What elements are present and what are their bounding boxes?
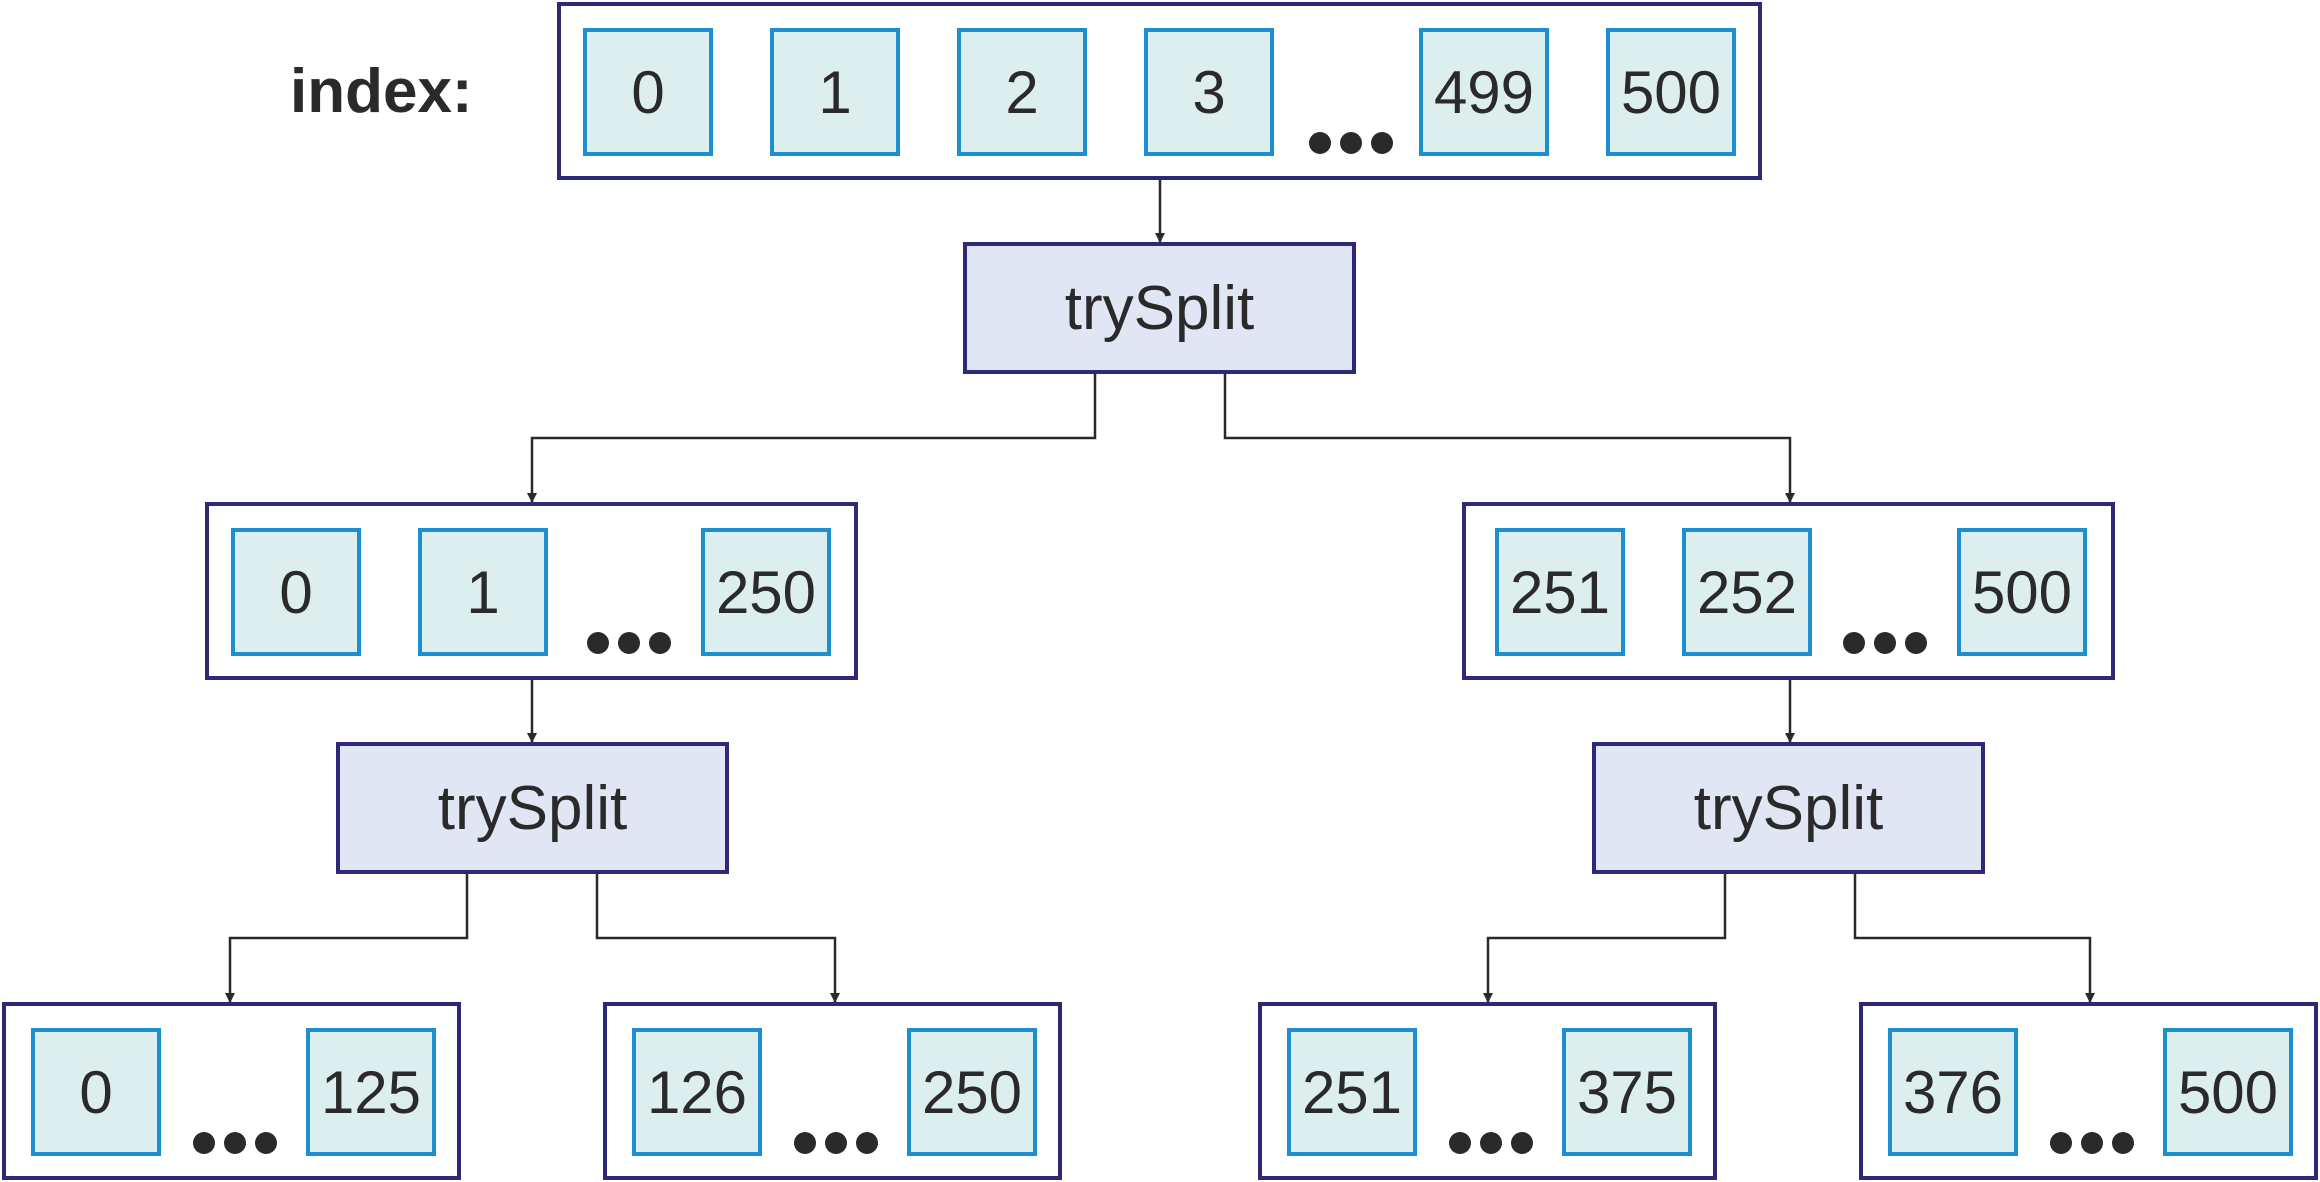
arrow-right-split-to-c [1483,874,1727,1003]
array-cell: 0 [231,528,361,656]
array-cell: 499 [1419,28,1549,156]
arrow-split-to-left [527,374,1097,503]
ellipsis-dots [1309,132,1393,154]
trysplit-right: trySplit [1592,742,1985,874]
ellipsis-dots [2050,1132,2134,1154]
quarter-array-b: 126 250 [603,1002,1062,1180]
array-cell: 0 [583,28,713,156]
ellipsis-dots [193,1132,277,1154]
ellipsis-dots [794,1132,878,1154]
right-half-array: 251 252 500 [1462,502,2115,680]
array-cell: 252 [1682,528,1812,656]
ellipsis-dots [1843,632,1927,654]
trysplit-left: trySplit [336,742,729,874]
ellipsis-dots [587,632,671,654]
index-label: index: [290,57,473,126]
quarter-array-d: 376 500 [1859,1002,2318,1180]
root-array: 0 1 2 3 499 500 [557,2,1762,180]
array-cell: 1 [770,28,900,156]
quarter-array-c: 251 375 [1258,1002,1717,1180]
ellipsis-dots [1449,1132,1533,1154]
arrow-right-split-to-d [1853,874,2095,1003]
array-cell: 500 [1606,28,1736,156]
left-half-array: 0 1 250 [205,502,858,680]
array-cell: 376 [1888,1028,2018,1156]
array-cell: 125 [306,1028,436,1156]
array-cell: 251 [1495,528,1625,656]
array-cell: 2 [957,28,1087,156]
array-cell: 500 [2163,1028,2293,1156]
array-cell: 3 [1144,28,1274,156]
quarter-array-a: 0 125 [2,1002,461,1180]
arrow-split-to-right [1223,374,1795,503]
arrow-left-split-to-b [595,874,840,1003]
array-cell: 1 [418,528,548,656]
array-cell: 375 [1562,1028,1692,1156]
arrow-left-split-to-a [225,874,469,1003]
array-cell: 250 [907,1028,1037,1156]
array-cell: 500 [1957,528,2087,656]
array-cell: 251 [1287,1028,1417,1156]
array-cell: 126 [632,1028,762,1156]
trysplit-root: trySplit [963,242,1356,374]
array-cell: 250 [701,528,831,656]
array-cell: 0 [31,1028,161,1156]
